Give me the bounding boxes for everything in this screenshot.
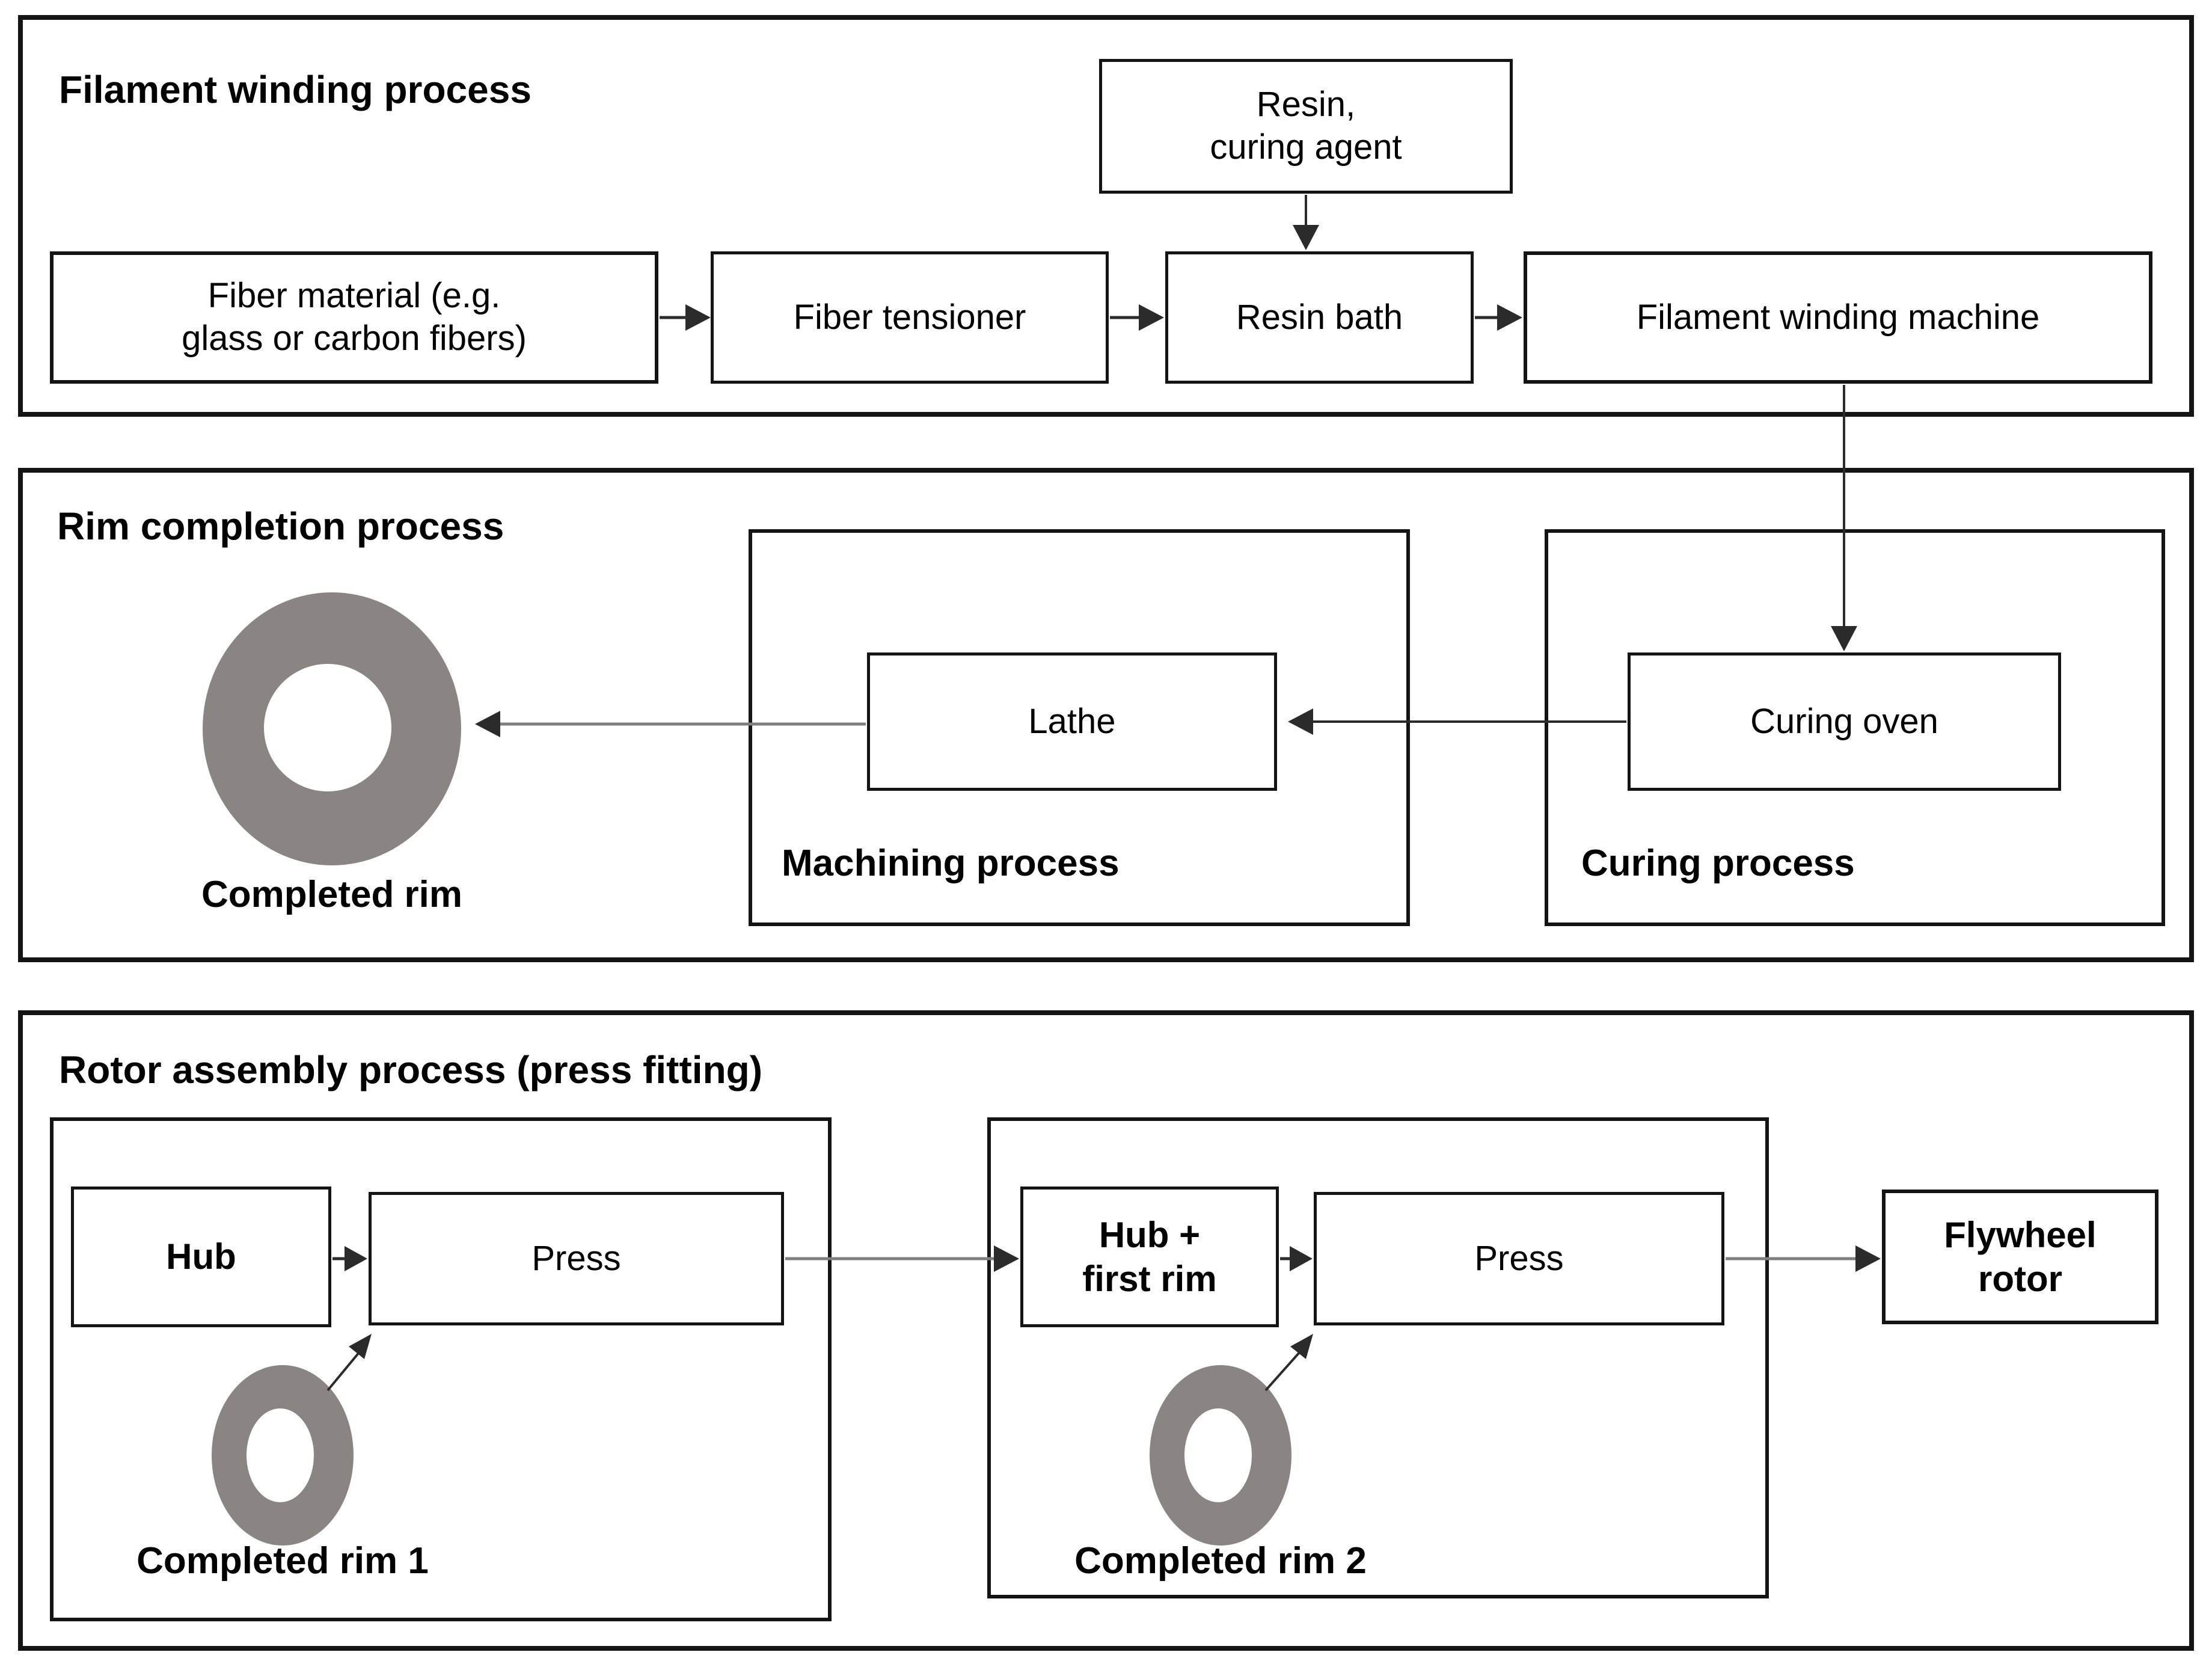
press1-box: Press xyxy=(369,1192,784,1325)
completed-rim1-label: Completed rim 1 xyxy=(136,1540,429,1582)
filament-winding-section xyxy=(18,15,2194,417)
curing-process-label: Curing process xyxy=(1581,843,1855,884)
rotor-assembly-title: Rotor assembly process (press fitting) xyxy=(59,1048,763,1091)
filament-winding-title: Filament winding process xyxy=(59,68,532,111)
filament-winding-machine-box: Filament winding machine xyxy=(1524,251,2152,384)
machining-process-label: Machining process xyxy=(782,843,1120,884)
machining-process-group xyxy=(749,529,1410,926)
first-press-stage-group xyxy=(50,1117,832,1621)
resin-curing-agent-box: Resin, curing agent xyxy=(1099,59,1513,194)
curing-process-group xyxy=(1545,529,2165,926)
press2-box: Press xyxy=(1314,1192,1724,1325)
resin-bath-box: Resin bath xyxy=(1165,251,1474,384)
fiber-tensioner-box: Fiber tensioner xyxy=(711,251,1109,384)
completed-rim2-label: Completed rim 2 xyxy=(1074,1540,1367,1582)
fiber-material-box: Fiber material (e.g. glass or carbon fib… xyxy=(50,251,658,384)
flywheel-rotor-box: Flywheel rotor xyxy=(1882,1190,2158,1324)
curing-oven-box: Curing oven xyxy=(1628,652,2061,791)
hub-first-rim-box: Hub + first rim xyxy=(1020,1187,1279,1327)
rim-completion-section xyxy=(18,468,2194,962)
rotor-assembly-section xyxy=(18,1010,2194,1651)
lathe-box: Lathe xyxy=(867,652,1277,791)
second-press-stage-group xyxy=(987,1117,1769,1598)
completed-rim-label: Completed rim xyxy=(201,874,463,915)
rim-completion-title: Rim completion process xyxy=(57,505,504,548)
hub-box: Hub xyxy=(71,1187,331,1327)
